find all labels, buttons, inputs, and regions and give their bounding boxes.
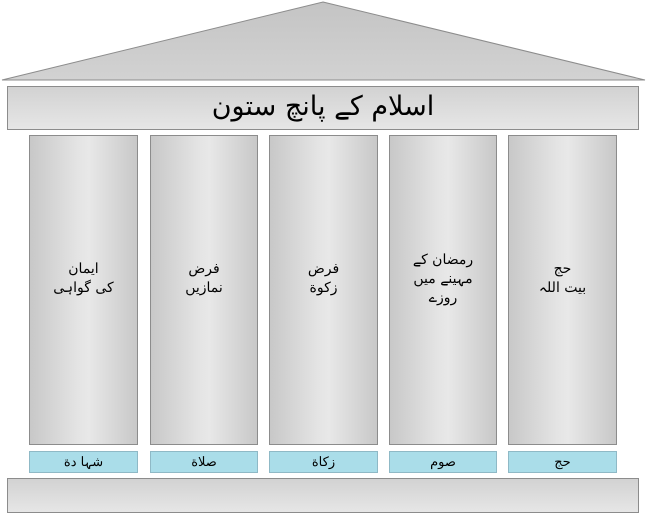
pillar-label-salah: صلاة [150, 451, 258, 473]
pillar-text: ایمان کی گواہی [53, 261, 114, 296]
foundation-base [7, 478, 639, 513]
pillar-label-text: زکاة [311, 454, 336, 470]
pillar-label-zakah: زکاة [269, 451, 378, 473]
pillar-shahada: ایمان کی گواہی [29, 135, 138, 445]
pillar-text: فرض نمازیں [185, 261, 223, 296]
pillar-label-text: حج [554, 454, 571, 470]
pillar-label-text: صلاة [191, 454, 217, 470]
pillar-label-text: شہا دة [63, 454, 104, 470]
pillar-label-hajj: حج [508, 451, 617, 473]
title-band: اسلام کے پانچ ستون [7, 86, 639, 130]
pillar-salah: فرض نمازیں [150, 135, 258, 445]
pillar-label-text: صوم [430, 454, 456, 470]
pillar-zakah: فرض زکوة [269, 135, 378, 445]
pillar-text: رمضان کے مہینے میں روزے [412, 251, 474, 306]
pillar-text: فرض زکوة [307, 261, 340, 296]
pillar-sawm: رمضان کے مہینے میں روزے [389, 135, 497, 445]
diagram-title: اسلام کے پانچ ستون [211, 90, 435, 122]
pillar-hajj: حج بیت اللہ [508, 135, 617, 445]
roof-triangle [1, 1, 646, 81]
pillar-text: حج بیت اللہ [538, 261, 587, 296]
pillar-label-sawm: صوم [389, 451, 497, 473]
pillar-label-shahada: شہا دة [29, 451, 138, 473]
